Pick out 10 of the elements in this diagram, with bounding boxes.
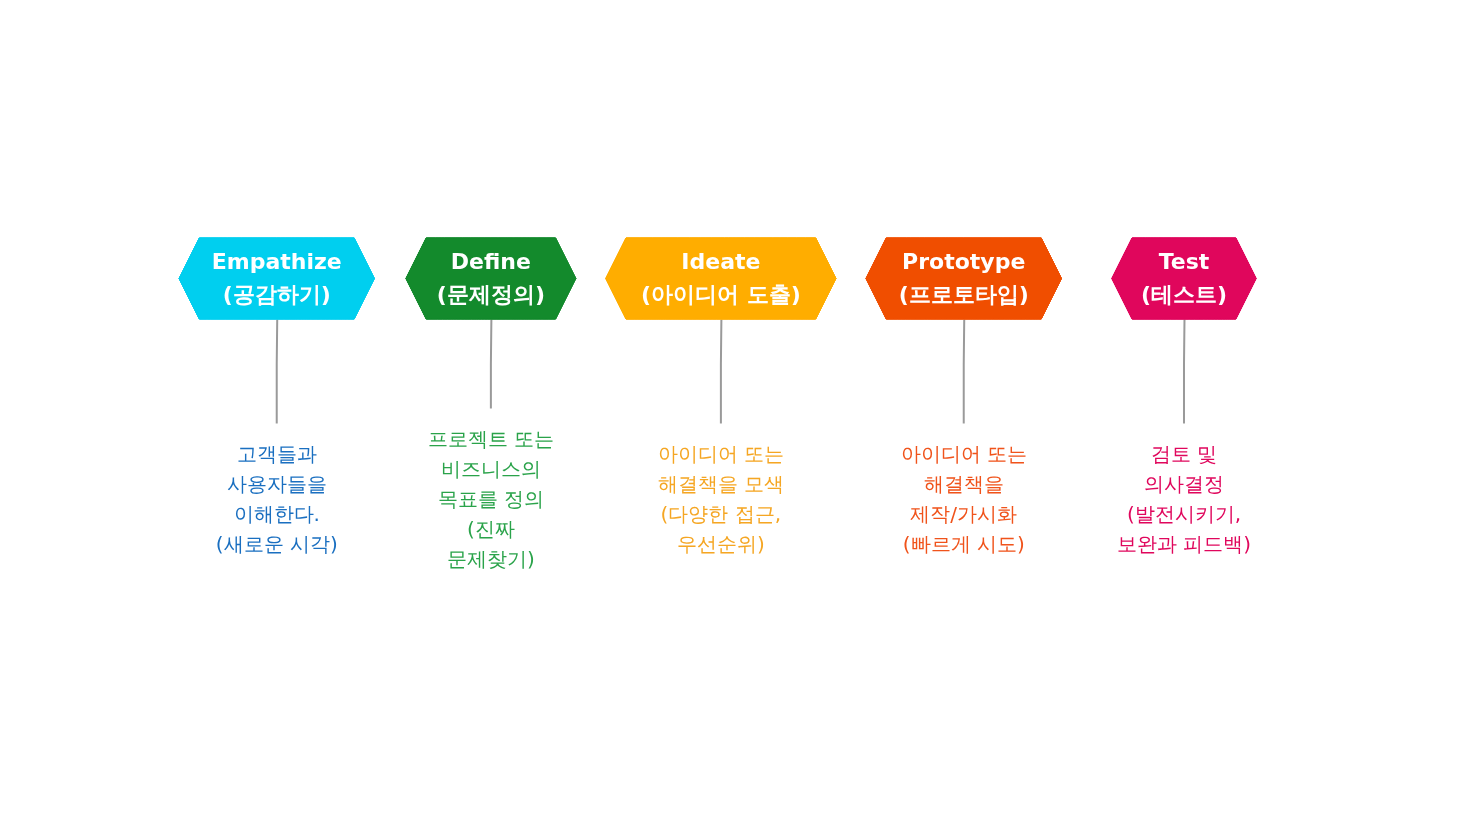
connector	[962, 318, 966, 425]
connector	[275, 318, 279, 425]
node-text: 아이디어 또는 해결책을 모색 (다양한 접근, 우선순위)	[657, 441, 785, 556]
node-text: 고객들과 사용자들을 이해한다. (새로운 시각)	[215, 441, 338, 556]
connector	[1182, 318, 1186, 425]
connector	[719, 318, 723, 425]
node-text: 프로젝트 또는 비즈니스의 목표를 정의 (진짜 문제찾기)	[427, 426, 555, 571]
node-text: 아이디어 또는 해결책을 제작/가시화 (빠르게 시도)	[900, 441, 1027, 556]
connector	[489, 318, 493, 410]
node-text: 검토 및 의사결정 (발전시키기, 보완과 피드백)	[1116, 441, 1252, 556]
